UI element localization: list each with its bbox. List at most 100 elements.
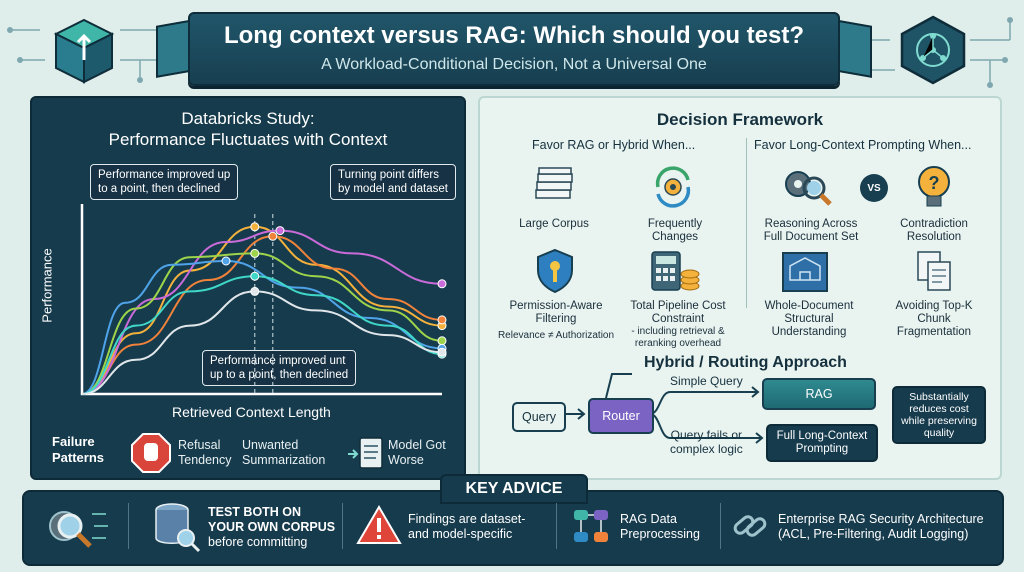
- advice-preprocessing-line2: Preprocessing: [620, 527, 700, 541]
- svg-text:?: ?: [929, 173, 940, 193]
- advice-separator-4: [720, 503, 721, 549]
- cost-line1: Total Pipeline Cost: [630, 300, 726, 312]
- advice-separator-1: [128, 503, 129, 549]
- failure-refusal-line2: Tendency: [178, 453, 232, 467]
- series-line-3: [81, 229, 443, 395]
- contra-line2: Resolution: [906, 231, 962, 243]
- topk-line1: Avoiding Top-K: [895, 300, 973, 312]
- advice-security-line1: Enterprise RAG Security Architecture: [778, 512, 984, 526]
- whole-line2: Structural: [784, 313, 834, 325]
- hybrid-title: Hybrid / Routing Approach: [644, 354, 847, 371]
- router-node: Router: [588, 398, 654, 434]
- failure-summarization-line1: Unwanted: [242, 438, 299, 452]
- advice-findings-line1: Findings are dataset-: [408, 512, 526, 526]
- advice-security: Enterprise RAG Security Architecture (AC…: [778, 512, 984, 542]
- failure-worse-line1: Model Got: [388, 438, 446, 452]
- large-corpus-label: Large Corpus: [519, 218, 589, 230]
- flow-blocks-icon: [574, 510, 608, 542]
- x-axis-label: Retrieved Context Length: [172, 404, 331, 420]
- series-4-point-6: [437, 336, 447, 346]
- advice-test-line3: before committing: [208, 535, 308, 549]
- perm-line1: Permission-Aware: [509, 300, 603, 312]
- callout-improved-bottom-line2: up to a point, then declined: [210, 369, 349, 381]
- series-line-5: [81, 259, 443, 395]
- lightbulb-question-icon: ?: [918, 166, 950, 207]
- study-panel: Databricks Study: Performance Fluctuates…: [30, 96, 466, 480]
- reason-line1: Reasoning Across: [764, 218, 858, 230]
- column-divider: [746, 138, 747, 308]
- topk-line2: Chunk: [917, 313, 951, 325]
- series-line-2: [81, 235, 443, 395]
- series-2-point-3: [268, 231, 278, 241]
- reasoning-label: Reasoning Across Full Document Set: [756, 218, 866, 244]
- advice-findings: Findings are dataset- and model-specific: [408, 512, 525, 542]
- advice-security-line2: (ACL, Pre-Filtering, Audit Logging): [778, 527, 969, 541]
- fails-line1: Query fails or: [670, 428, 743, 442]
- advice-test-both: TEST BOTH ON YOUR OWN CORPUS before comm…: [208, 505, 335, 550]
- callout-improved-bottom-line1: Performance improved unt: [210, 355, 346, 367]
- failure-refusal-line1: Refusal: [178, 438, 221, 452]
- callout-improved-top-line2: to a point, then declined: [98, 183, 221, 195]
- whole-line1: Whole-Document: [764, 300, 854, 312]
- advice-test-line1: TEST BOTH ON: [208, 505, 302, 519]
- whole-line3: Understanding: [771, 326, 847, 338]
- freq-line2: Changes: [651, 231, 699, 243]
- advice-findings-line2: and model-specific: [408, 527, 513, 541]
- blueprint-icon: [782, 252, 828, 292]
- data-cube-icon: [53, 18, 115, 84]
- callout-turning-line2: by model and dataset: [338, 183, 448, 195]
- series-4-point-3: [250, 248, 260, 258]
- failure-refusal: Refusal Tendency: [178, 438, 232, 468]
- full-lc-node: Full Long-Context Prompting: [766, 424, 878, 462]
- permission-label: Permission-Aware Filtering: [496, 300, 616, 326]
- y-axis-label: Performance: [39, 248, 55, 323]
- page-subtitle: A Workload-Conditional Decision, Not a U…: [321, 56, 707, 73]
- header-banner: Long context versus RAG: Which should yo…: [188, 12, 840, 86]
- callout-improved-bottom: Performance improved unt up to a point, …: [202, 350, 357, 386]
- documents-swap-icon: [917, 251, 951, 291]
- failure-patterns-label: Failure Patterns: [52, 434, 104, 466]
- gear-magnifier-icon: [49, 511, 108, 548]
- advice-separator-2: [342, 503, 343, 549]
- failure-summarization-line2: Summarization: [242, 453, 326, 467]
- advice-separator-3: [556, 503, 557, 549]
- frequently-changes-label: Frequently Changes: [630, 218, 720, 244]
- callout-turning-line1: Turning point differs: [338, 169, 440, 181]
- decision-panel: Decision Framework Favor RAG or Hybrid W…: [478, 96, 1002, 480]
- contra-line1: Contradiction: [900, 218, 968, 230]
- series-7-point-3: [250, 286, 260, 296]
- note-line1: Substantially: [909, 391, 969, 403]
- reason-line2: Full Document Set: [763, 231, 859, 243]
- note-line3: while preserving: [901, 415, 977, 427]
- advice-preprocessing-line1: RAG Data: [620, 512, 677, 526]
- series-5-point-3: [221, 256, 231, 266]
- cost-note: - including retrieval & reranking overhe…: [618, 326, 738, 350]
- fails-line2: complex logic: [670, 442, 743, 456]
- document-stack-icon: [535, 167, 573, 199]
- network-hexagon-icon: [900, 15, 966, 85]
- note-line2: reduces cost: [909, 403, 969, 415]
- advice-preprocessing: RAG Data Preprocessing: [620, 512, 700, 542]
- failure-label-line2: Patterns: [52, 450, 105, 465]
- simple-query-label: Simple Query: [670, 374, 743, 388]
- fails-label: Query fails or complex logic: [670, 428, 743, 456]
- rag-column-header: Favor RAG or Hybrid When...: [532, 138, 696, 152]
- warning-icon: [356, 505, 402, 544]
- failure-worse: Model Got Worse: [388, 438, 446, 468]
- full-lc-line2: Prompting: [795, 443, 849, 455]
- freq-line1: Frequently: [647, 218, 703, 230]
- study-title-line2: Performance Fluctuates with Context: [108, 130, 388, 149]
- key-advice-tab: KEY ADVICE: [440, 474, 588, 504]
- cost-label: Total Pipeline Cost Constraint: [618, 300, 738, 326]
- failure-summarization: Unwanted Summarization: [242, 438, 325, 468]
- cost-note-line1: - including retrieval &: [631, 326, 725, 337]
- series-3-point-3: [275, 226, 285, 236]
- perm-line2: Filtering: [535, 313, 577, 325]
- gears-magnifier-icon: [785, 171, 832, 206]
- topk-line3: Fragmentation: [896, 326, 972, 338]
- callout-turning-point: Turning point differs by model and datas…: [330, 164, 456, 200]
- document-icon: [348, 437, 383, 469]
- study-title: Databricks Study: Performance Fluctuates…: [32, 108, 464, 150]
- chain-link-icon: [733, 515, 767, 537]
- study-title-line1: Databricks Study:: [181, 109, 315, 128]
